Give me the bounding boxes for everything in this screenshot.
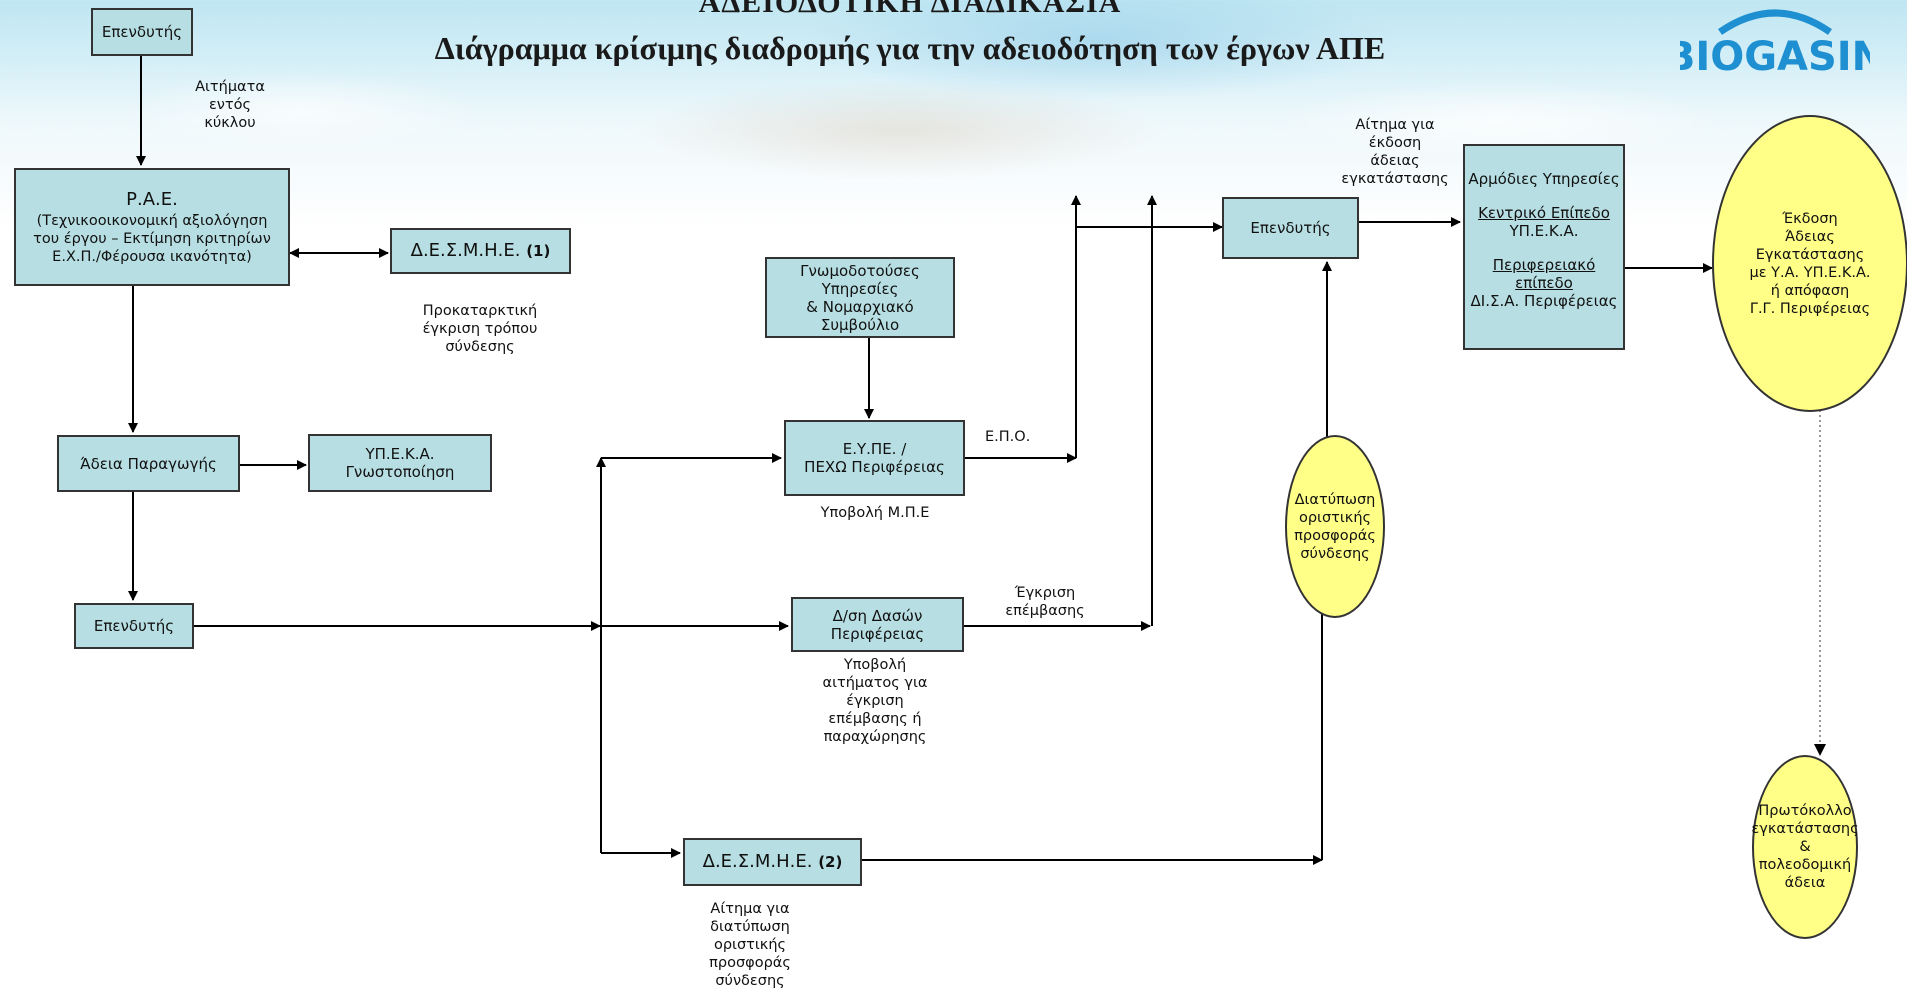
central-level-label: Κεντρικό Επίπεδο [1478,204,1610,222]
label-prelim-approval: Προκαταρκτική έγκριση τρόπου σύνδεσης [422,303,538,355]
logo-text: BIOGASIN [1680,34,1870,80]
page-title: ΑΔΕΙΟΔΟΤΙΚΗ ΔΙΑΔΙΚΑΣΙΑ [698,0,1122,19]
protocol-ellipse: Πρωτόκολλο εγκατάστασης & πολεοδομική άδ… [1751,755,1859,939]
page-subtitle: Διάγραμμα κρίσιμης διαδρομής για την αδε… [434,30,1386,66]
pae-title: Ρ.Α.Ε. [126,189,178,210]
authorities-box: Αρμόδιες Υπηρεσίες Κεντρικό Επίπεδο ΥΠ.Ε… [1463,144,1625,350]
label-approve-intervention: Έγκριση επέμβασης [1005,585,1085,619]
investor-right-box: Επενδυτής [1222,197,1359,259]
biogasin-logo: BIOGASIN [1680,9,1870,80]
desmie1-label: Δ.Ε.Σ.Μ.Η.Ε. [410,240,521,261]
investor-top-box: Επενδυτής [91,8,193,56]
authorities-title: Αρμόδιες Υπηρεσίες [1468,170,1620,188]
pae-description: (Τεχνικοοικονομική αξιολόγηση του έργου … [33,213,271,265]
forests-directorate-box: Δ/ση Δασών Περιφέρειας [791,597,964,652]
ypeka-notice-box: ΥΠ.Ε.Κ.Α. Γνωστοποίηση [308,434,492,492]
advisory-services-box: Γνωμοδοτούσες Υπηρεσίες & Νομαρχιακό Συμ… [765,257,955,338]
label-submit-mpe: Υποβολή Μ.Π.Ε [820,505,930,521]
desmie1-number: (1) [526,242,551,260]
investor-mid-box: Επενδυτής [74,603,194,649]
pae-box: Ρ.Α.Ε. (Τεχνικοοικονομική αξιολόγηση του… [14,168,290,286]
desmie2-number: (2) [818,853,843,871]
regional-level-body: ΔΙ.Σ.Α. Περιφέρειας [1470,292,1618,310]
label-requests-cycle: Αιτήματα εντός κύκλου [195,79,265,131]
desmie2-label: Δ.Ε.Σ.Μ.Η.Ε. [702,851,813,872]
central-level-body: ΥΠ.Ε.Κ.Α. [1509,222,1579,240]
label-install-request: Αίτημα για έκδοση άδειας εγκατάστασης [1341,117,1449,187]
logo-arc [1718,9,1832,35]
label-final-offer-request: Αίτημα για διατύπωση οριστικής προσφοράς… [709,901,791,989]
desmie1-box: Δ.Ε.Σ.Μ.Η.Ε. (1) [390,228,571,274]
eype-box: Ε.Υ.ΠΕ. / ΠΕΧΩ Περιφέρειας [784,420,965,496]
production-license-box: Άδεια Παραγωγής [57,435,240,492]
regional-level-label: Περιφερειακό επίπεδο [1492,256,1596,292]
dotted-arrowhead [1814,744,1826,756]
install-license-ellipse: Έκδοση Άδειας Εγκατάστασης με Υ.Α. ΥΠ.Ε.… [1712,115,1907,412]
final-offer-ellipse: Διατύπωση οριστικής προσφοράς σύνδεσης [1285,435,1385,618]
label-epo: Ε.Π.Ο. [985,429,1031,445]
label-submit-request: Υποβολή αιτήματος για έγκριση επέμβασης … [822,657,928,745]
desmie2-box: Δ.Ε.Σ.Μ.Η.Ε. (2) [683,838,862,886]
